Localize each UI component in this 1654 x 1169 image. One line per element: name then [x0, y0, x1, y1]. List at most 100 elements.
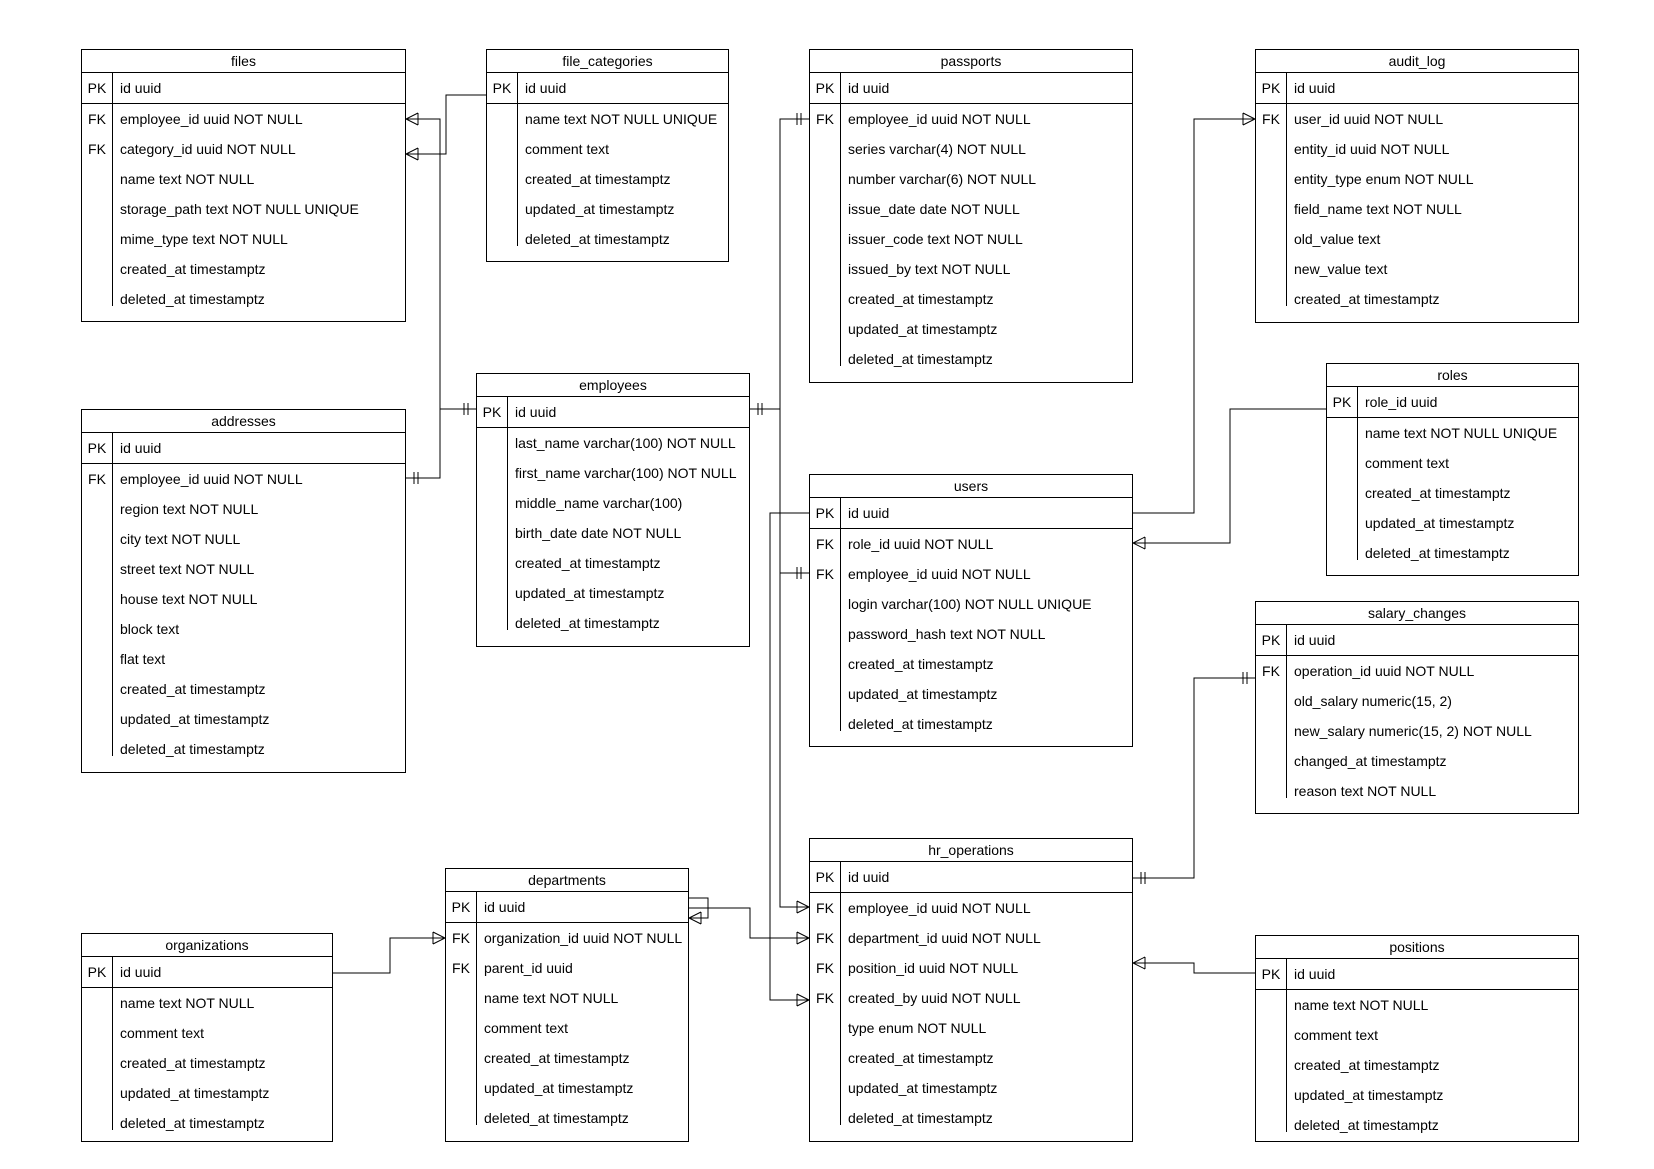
attribute-row[interactable]: deleted_at timestamptz	[810, 1103, 1132, 1133]
attribute-row[interactable]: street text NOT NULL	[82, 554, 405, 584]
attribute-row[interactable]: created_at timestamptz	[1256, 284, 1578, 314]
attribute-row[interactable]: birth_date date NOT NULL	[477, 518, 749, 548]
attribute-row[interactable]: deleted_at timestamptz	[82, 284, 405, 314]
attribute-row[interactable]: created_at timestamptz	[446, 1043, 688, 1073]
attribute-row[interactable]: name text NOT NULL UNIQUE	[1327, 418, 1578, 448]
attribute-row[interactable]: old_salary numeric(15, 2)	[1256, 686, 1578, 716]
attribute-row[interactable]: created_at timestamptz	[82, 674, 405, 704]
attribute-row[interactable]: reason text NOT NULL	[1256, 776, 1578, 806]
attribute-row[interactable]: updated_at timestamptz	[810, 314, 1132, 344]
attribute-row[interactable]: updated_at timestamptz	[446, 1073, 688, 1103]
attribute-row[interactable]: created_at timestamptz	[82, 254, 405, 284]
attribute-row[interactable]: deleted_at timestamptz	[810, 344, 1132, 374]
attribute-row[interactable]: created_at timestamptz	[477, 548, 749, 578]
attribute-row[interactable]: field_name text NOT NULL	[1256, 194, 1578, 224]
attribute-row[interactable]: created_at timestamptz	[1327, 478, 1578, 508]
attribute-row[interactable]: old_value text	[1256, 224, 1578, 254]
attribute-row[interactable]: comment text	[1327, 448, 1578, 478]
attribute-row[interactable]: new_salary numeric(15, 2) NOT NULL	[1256, 716, 1578, 746]
attribute-row[interactable]: mime_type text NOT NULL	[82, 224, 405, 254]
attribute-row[interactable]: created_at timestamptz	[810, 284, 1132, 314]
attribute-row[interactable]: entity_type enum NOT NULL	[1256, 164, 1578, 194]
attribute-row[interactable]: updated_at timestamptz	[1327, 508, 1578, 538]
attribute-row[interactable]: name text NOT NULL	[446, 983, 688, 1013]
attribute-row[interactable]: number varchar(6) NOT NULL	[810, 164, 1132, 194]
attribute-row[interactable]: deleted_at timestamptz	[446, 1103, 688, 1133]
attribute-row[interactable]: issue_date date NOT NULL	[810, 194, 1132, 224]
attribute-row[interactable]: deleted_at timestamptz	[810, 709, 1132, 739]
attribute-row[interactable]: updated_at timestamptz	[1256, 1080, 1578, 1110]
attribute-row[interactable]: comment text	[1256, 1020, 1578, 1050]
attribute-row[interactable]: updated_at timestamptz	[810, 1073, 1132, 1103]
attribute-row[interactable]: deleted_at timestamptz	[82, 1108, 332, 1138]
attribute-row[interactable]: updated_at timestamptz	[477, 578, 749, 608]
attribute-row[interactable]: created_at timestamptz	[810, 1043, 1132, 1073]
attribute-row[interactable]: name text NOT NULL UNIQUE	[487, 104, 728, 134]
attribute-row[interactable]: deleted_at timestamptz	[1256, 1110, 1578, 1140]
attribute-row[interactable]: comment text	[82, 1018, 332, 1048]
attribute-row[interactable]: created_at timestamptz	[487, 164, 728, 194]
attribute-row[interactable]: region text NOT NULL	[82, 494, 405, 524]
attribute-row[interactable]: house text NOT NULL	[82, 584, 405, 614]
attribute-row[interactable]: deleted_at timestamptz	[477, 608, 749, 638]
attribute-row[interactable]: issued_by text NOT NULL	[810, 254, 1132, 284]
attribute-row[interactable]: series varchar(4) NOT NULL	[810, 134, 1132, 164]
attribute-row[interactable]: storage_path text NOT NULL UNIQUE	[82, 194, 405, 224]
attribute-row[interactable]: middle_name varchar(100)	[477, 488, 749, 518]
attribute-row[interactable]: type enum NOT NULL	[810, 1013, 1132, 1043]
attribute-row[interactable]: deleted_at timestamptz	[1327, 538, 1578, 568]
attribute-row[interactable]: new_value text	[1256, 254, 1578, 284]
attribute-row[interactable]: comment text	[487, 134, 728, 164]
attribute-row[interactable]: name text NOT NULL	[1256, 990, 1578, 1020]
attribute-row[interactable]: issuer_code text NOT NULL	[810, 224, 1132, 254]
attribute-row[interactable]: changed_at timestamptz	[1256, 746, 1578, 776]
attribute-row[interactable]: deleted_at timestamptz	[487, 224, 728, 254]
attribute-row[interactable]: comment text	[446, 1013, 688, 1043]
attribute-row[interactable]: created_at timestamptz	[1256, 1050, 1578, 1080]
attribute-row[interactable]: updated_at timestamptz	[82, 704, 405, 734]
attribute-row[interactable]: last_name varchar(100) NOT NULL	[477, 428, 749, 458]
attribute-row[interactable]: updated_at timestamptz	[82, 1078, 332, 1108]
attribute-row[interactable]: name text NOT NULL	[82, 164, 405, 194]
attribute-row[interactable]: updated_at timestamptz	[810, 679, 1132, 709]
attribute-row[interactable]: entity_id uuid NOT NULL	[1256, 134, 1578, 164]
attribute-row[interactable]: city text NOT NULL	[82, 524, 405, 554]
attribute-row[interactable]: block text	[82, 614, 405, 644]
attribute-row[interactable]: login varchar(100) NOT NULL UNIQUE	[810, 589, 1132, 619]
attribute-row[interactable]: flat text	[82, 644, 405, 674]
